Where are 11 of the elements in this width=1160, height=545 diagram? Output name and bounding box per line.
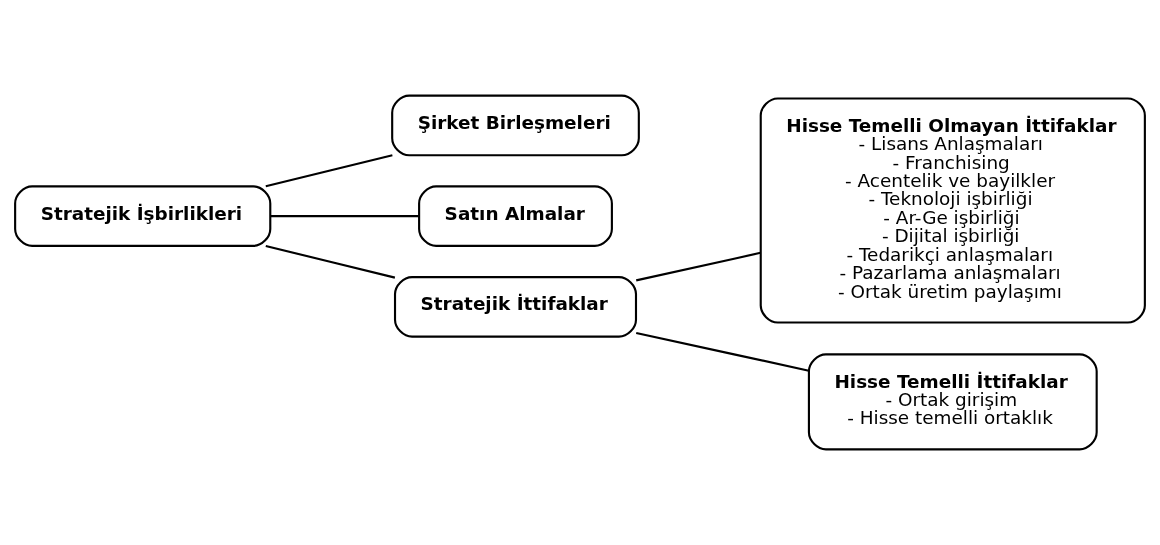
node-box: Hisse Temelli Olmayan İttifaklar - Lisans Anlaşmaları - Franchising - Acentelik ve bayilkler - Teknoloji işbirliği - Ar-Ge işbirliği - Dijital işbirliği - Tedarikçi anlaşmaları - Pazarlama anlaşmaları - Ortak üretim paylaşımı <box>759 97 1146 324</box>
connector <box>636 331 810 372</box>
connector <box>265 154 393 188</box>
node-box: Hisse Temelli İttifaklar - Ortak girişim - Hisse temelli ortaklık <box>807 353 1098 451</box>
node-box: Şirket Birleşmeleri <box>391 94 640 157</box>
node-box: Satın Almalar <box>418 185 613 247</box>
connector <box>265 244 396 279</box>
connector <box>636 251 761 282</box>
node-box: Stratejik İşbirlikleri <box>14 185 272 247</box>
connector <box>270 215 419 218</box>
node-box: Stratejik İttifaklar <box>393 276 638 338</box>
